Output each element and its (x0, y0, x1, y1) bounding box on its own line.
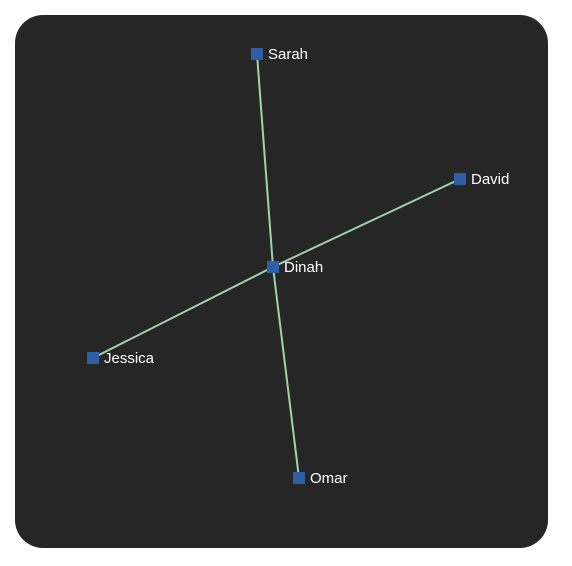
node-sarah[interactable]: Sarah (251, 46, 308, 63)
node-omar[interactable]: Omar (293, 470, 348, 487)
node-dinah[interactable]: Dinah (267, 259, 323, 276)
node-label-sarah: Sarah (268, 46, 308, 63)
edge-dinah-david (272, 178, 461, 268)
node-label-jessica: Jessica (104, 350, 155, 367)
node-marker-omar[interactable] (293, 472, 305, 484)
edge-jessica-dinah (92, 266, 274, 359)
node-label-dinah: Dinah (284, 259, 323, 276)
node-marker-sarah[interactable] (251, 48, 263, 60)
edges-layer (92, 53, 461, 479)
node-marker-david[interactable] (454, 173, 466, 185)
node-jessica[interactable]: Jessica (87, 350, 155, 367)
node-marker-jessica[interactable] (87, 352, 99, 364)
node-label-david: David (471, 171, 509, 188)
edge-sarah-dinah (256, 53, 274, 268)
graph-panel (15, 15, 548, 548)
node-david[interactable]: David (454, 171, 509, 188)
node-marker-dinah[interactable] (267, 261, 279, 273)
edge-dinah-omar (272, 266, 300, 479)
node-label-omar: Omar (310, 470, 348, 487)
